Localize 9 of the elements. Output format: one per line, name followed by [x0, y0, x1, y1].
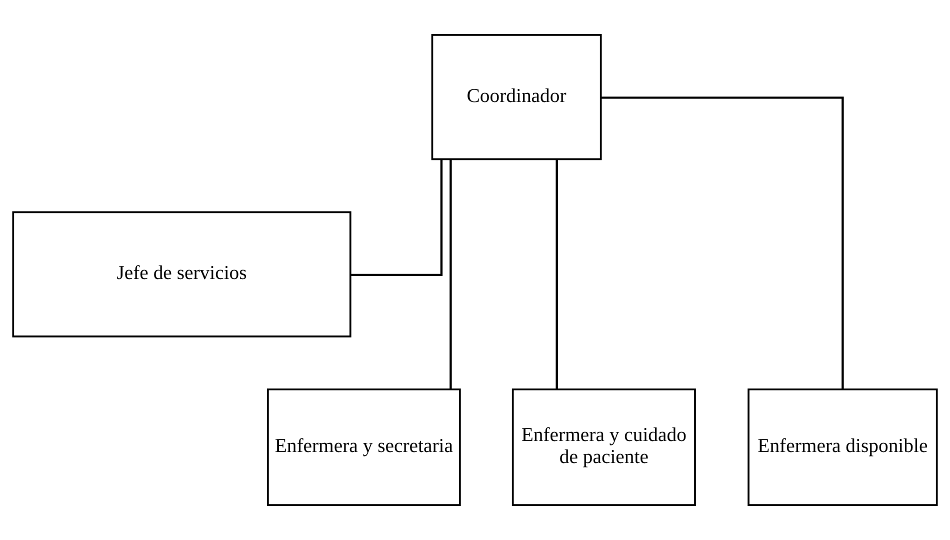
node-box: Coordinador — [431, 34, 602, 160]
connector — [556, 159, 558, 390]
node-box: Enfermera disponible — [748, 388, 938, 506]
connector — [450, 159, 452, 390]
node-box: Enfermera y cuidado de paciente — [512, 388, 696, 506]
node-box: Jefe de servicios — [12, 211, 352, 338]
connector — [600, 96, 844, 390]
connector — [350, 159, 443, 276]
node-box: Enfermera y secretaria — [267, 388, 461, 506]
